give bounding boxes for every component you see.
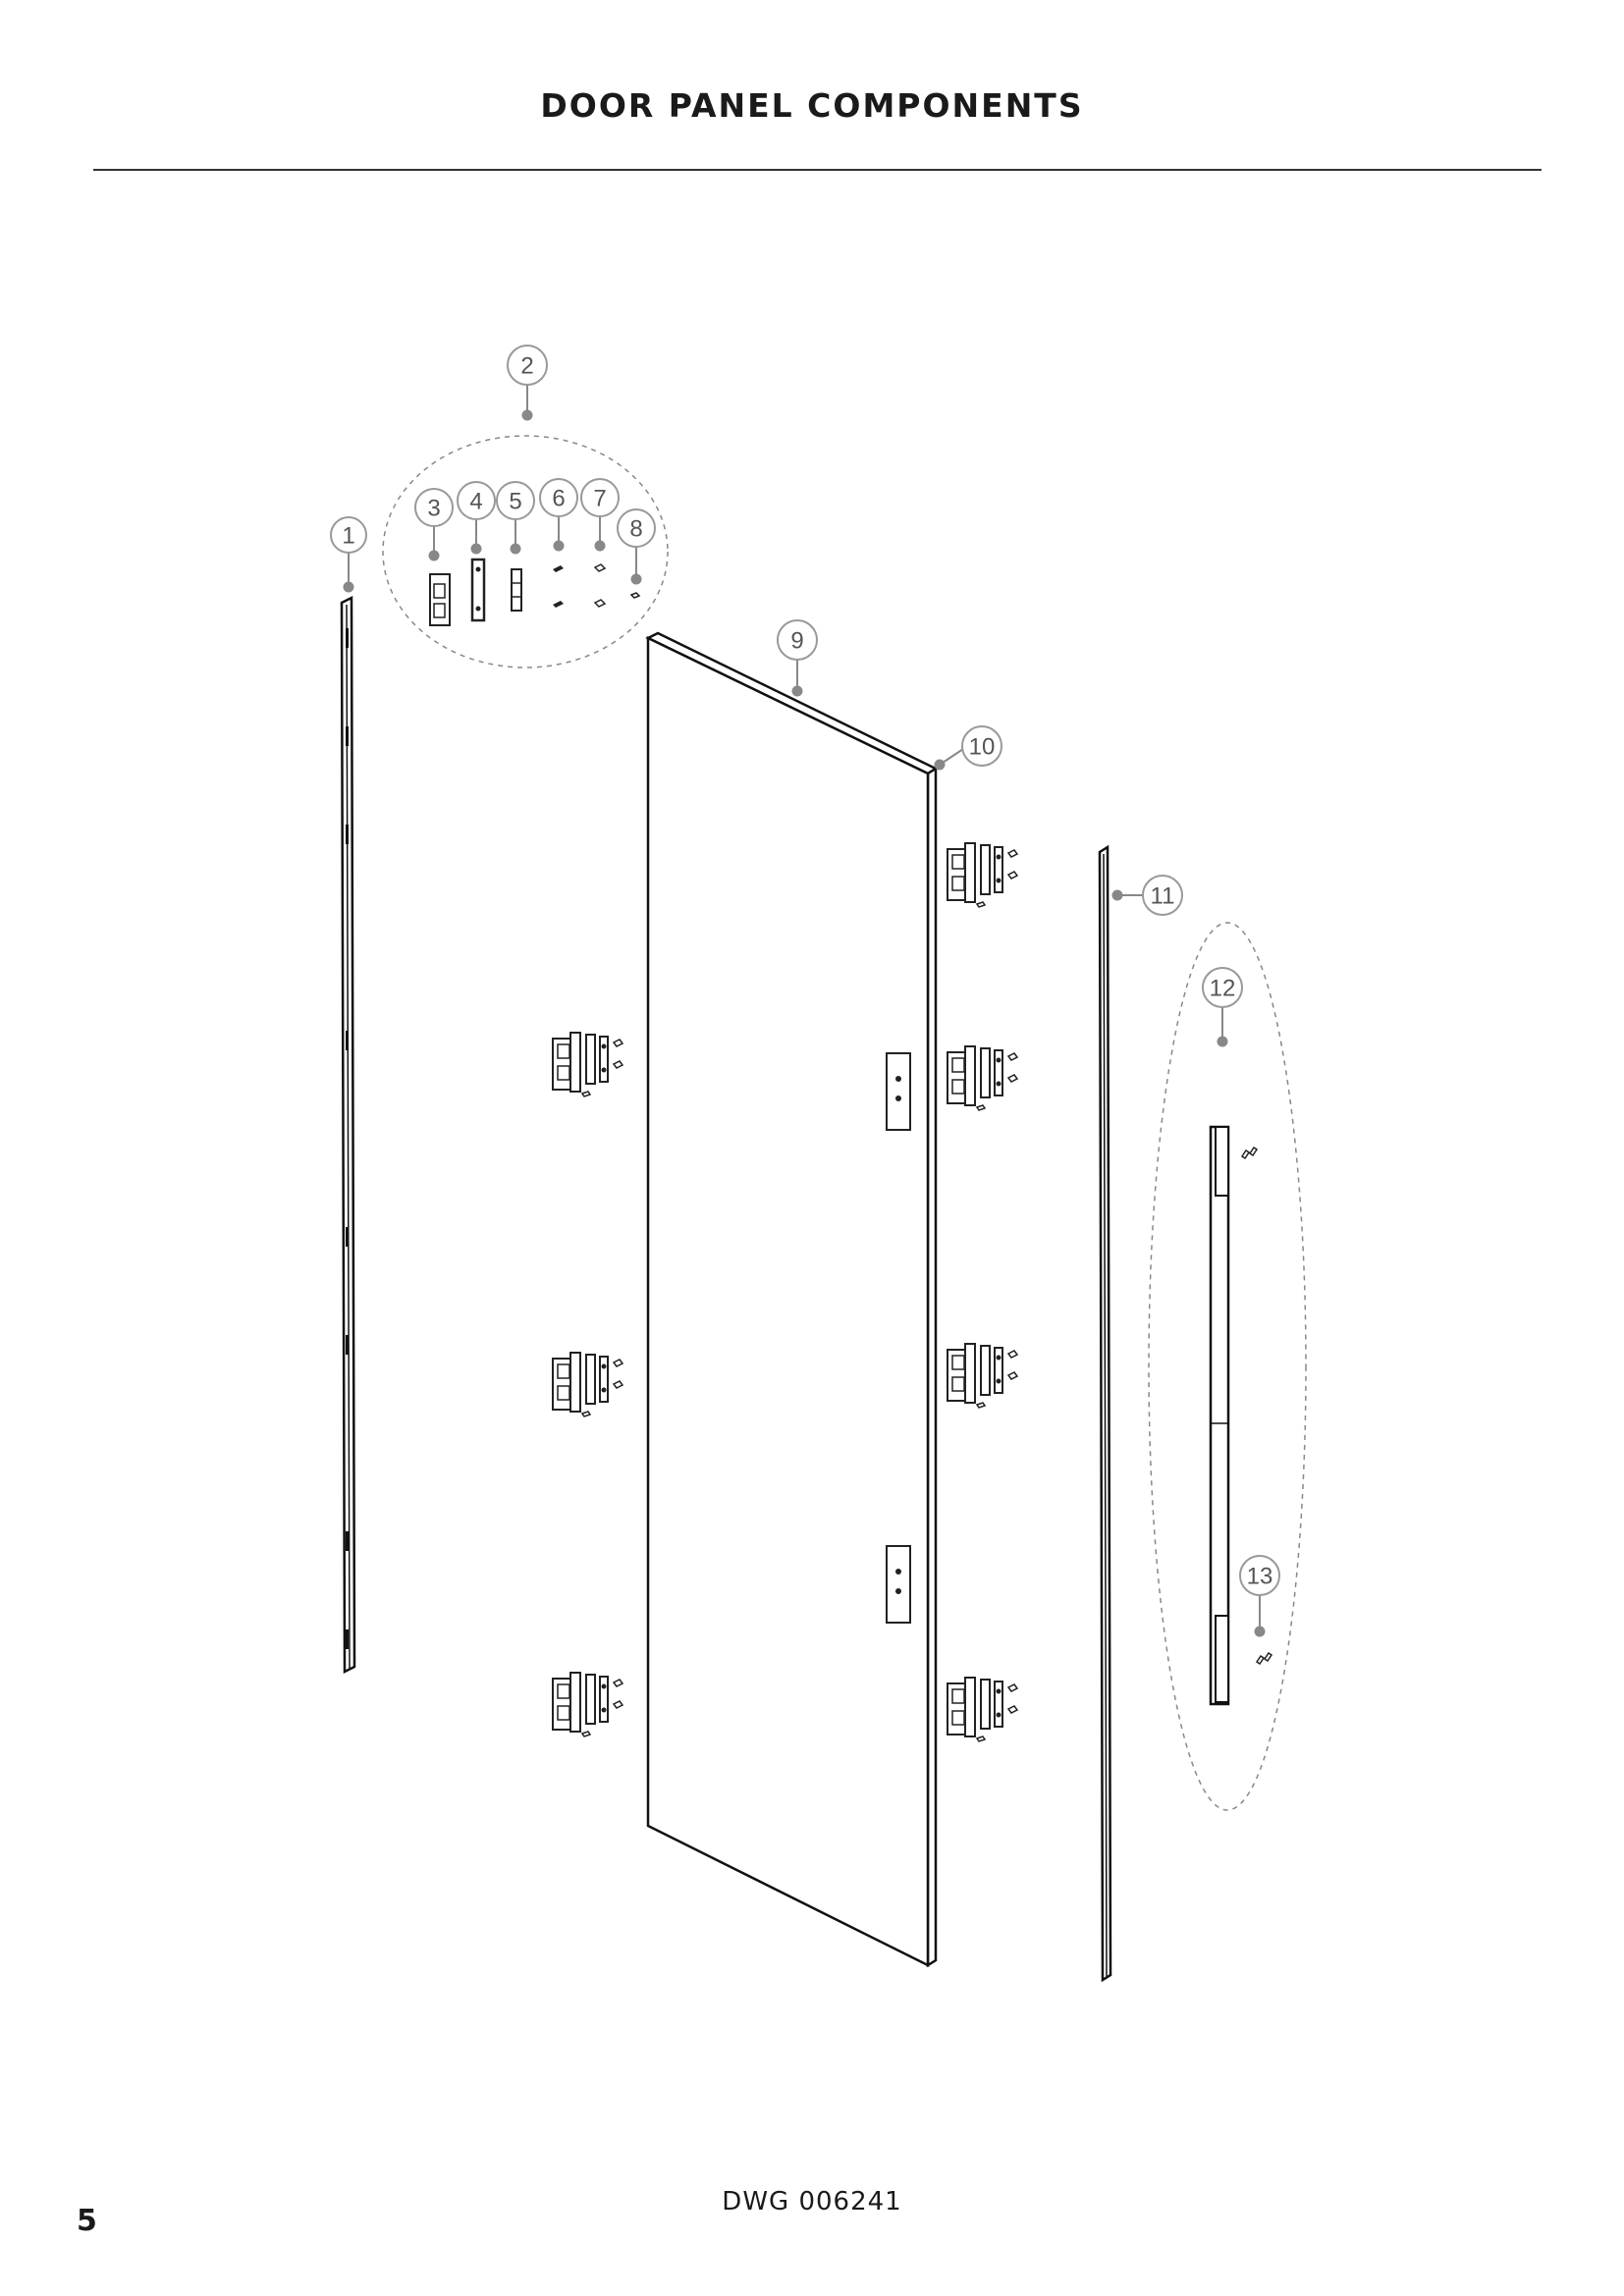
drawing-number: DWG 006241 xyxy=(722,2187,902,2216)
hardware-pack-parts xyxy=(429,558,641,626)
callout-leaders xyxy=(343,385,1266,1637)
callout-3: 3 xyxy=(427,496,440,522)
callout-7: 7 xyxy=(593,486,606,512)
callout-4: 4 xyxy=(469,489,482,515)
callout-2: 2 xyxy=(520,353,533,380)
callout-bubbles xyxy=(330,345,1280,1596)
hinge-set-right-4 xyxy=(947,1677,1018,1742)
handle-mount-slot-lower xyxy=(886,1545,911,1624)
callout-8: 8 xyxy=(629,516,642,543)
page-title: DOOR PANEL COMPONENTS xyxy=(540,86,1084,125)
callout-12: 12 xyxy=(1210,976,1236,1002)
page-number: 5 xyxy=(77,2204,97,2238)
right-trim-strip xyxy=(1098,844,1112,1983)
callout-5: 5 xyxy=(509,489,521,515)
callout-1: 1 xyxy=(342,523,354,550)
hardware-pack-group-outline xyxy=(382,435,669,668)
hinge-set-left-2 xyxy=(552,1352,623,1417)
hinge-set-right-3 xyxy=(947,1343,1018,1409)
hinge-set-right-1 xyxy=(947,842,1018,908)
door-panel xyxy=(645,631,939,1968)
hinge-set-right-2 xyxy=(947,1045,1018,1111)
hinge-set-left-3 xyxy=(552,1672,623,1737)
callout-9: 9 xyxy=(790,628,803,655)
handle-mount-slot-upper xyxy=(886,1052,911,1131)
handle-group-outline xyxy=(1148,922,1307,1811)
door-handle xyxy=(1209,1125,1273,1706)
left-trim-strip xyxy=(340,595,356,1675)
title-divider xyxy=(93,169,1542,171)
callout-11: 11 xyxy=(1151,883,1175,910)
callout-10: 10 xyxy=(969,734,996,761)
callout-13: 13 xyxy=(1247,1564,1273,1590)
callout-6: 6 xyxy=(552,486,565,512)
hinge-set-left-1 xyxy=(552,1032,623,1097)
